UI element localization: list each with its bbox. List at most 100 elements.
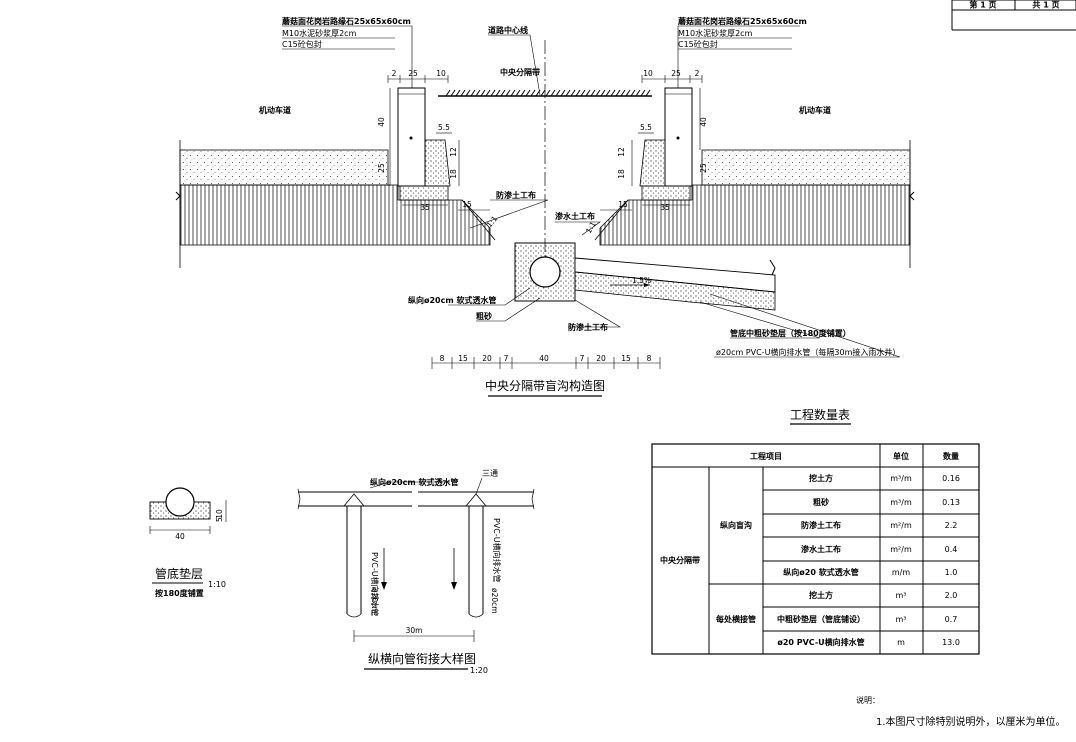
dim-12-right: 12 [617, 147, 626, 157]
title-block: 第 1 页 共 1 页 [951, 0, 1076, 31]
joint-diameter-2: ø20cm [490, 588, 499, 614]
joint-spacing: 30m [406, 626, 423, 635]
label-transverse-pipe: ø20cm PVC-U横向排水管（每隔30m接入雨水井） [716, 347, 900, 357]
dim-top-left-2: 2 [392, 69, 397, 78]
table-row-name: 中粗砂垫层（管底铺设） [777, 614, 865, 624]
dim-25-left: 25 [377, 163, 386, 173]
callout-left-mortar: M10水泥砂浆厚2cm [282, 28, 357, 38]
bedding-scale: 1:10 [208, 580, 226, 589]
label-longitudinal-pipe: 纵向ø20cm 软式透水管 [408, 295, 497, 305]
table-row-qty: 0.7 [945, 615, 958, 624]
median-label: 中央分隔带 [500, 67, 540, 77]
lane-left-label: 机动车道 [259, 105, 291, 115]
pipe-joint-detail [297, 477, 535, 642]
dim-5-5-left: 5.5 [438, 123, 450, 132]
dim-35-right: 35 [660, 203, 670, 212]
lane-right-label: 机动车道 [799, 105, 831, 115]
bottom-dim-label: 7 [504, 354, 509, 363]
label-anti-seep-geotextile-bottom: 防渗土工布 [568, 322, 608, 332]
dim-40-right: 40 [699, 117, 708, 127]
pipe-bedding-sand [574, 271, 776, 311]
table-row-name: 渗水土工布 [801, 544, 841, 554]
dim-18-right: 18 [617, 169, 626, 179]
dim-top-right-25: 25 [671, 69, 681, 78]
table-row-name: 挖土方 [809, 473, 833, 483]
dim-18-left: 18 [449, 169, 458, 179]
table-row-unit: m [897, 638, 905, 647]
notes-heading: 说明： [856, 695, 880, 705]
table-group: 中央分隔带 [660, 555, 700, 565]
dim-35-left: 35 [420, 203, 430, 212]
dim-15-right: 15 [618, 200, 628, 209]
callout-leaders [282, 25, 901, 358]
table-row-qty: 2.0 [945, 591, 958, 600]
table-row-unit: m³ [896, 615, 907, 624]
main-section-title: 中央分隔带盲沟构造图 [485, 378, 605, 393]
bedding-dim-10: 10 [215, 509, 224, 519]
callout-left-curb: 蘑菇面花岗岩路缘石25x65x60cm [282, 16, 411, 26]
dim-top-left-10: 10 [436, 69, 446, 78]
notes-line-1: 1.本图尺寸除特别说明外，以厘米为单位。 [876, 715, 1066, 728]
table-row-name: ø20 PVC-U横向排水管 [777, 637, 864, 647]
label-anti-seep-geotextile: 防渗土工布 [496, 190, 536, 200]
table-row-unit: m³/m [890, 474, 912, 483]
longitudinal-pipe [529, 256, 561, 288]
table-row-qty: 0.13 [942, 498, 960, 507]
label-coarse-sand: 粗砂 [476, 311, 492, 321]
bedding-dim-width: 40 [175, 532, 185, 541]
dim-15-left: 15 [462, 200, 472, 209]
label-permeable-geotextile: 渗水土工布 [555, 211, 595, 221]
dim-40-left: 40 [377, 117, 386, 127]
table-row-qty: 0.4 [945, 545, 958, 554]
quantities-title: 工程数量表 [790, 407, 850, 422]
joint-transverse-pipe-label-2: PVC-U横向排水管 [492, 518, 502, 583]
median-cross-section [175, 40, 915, 311]
table-row-name: 挖土方 [809, 590, 833, 600]
table-row-qty: 13.0 [942, 638, 960, 647]
callout-right-curb: 蘑菇面花岗岩路缘石25x65x60cm [678, 16, 807, 26]
bedding-title: 管底垫层 [155, 566, 203, 581]
label-pipe-bedding: 管底中粗砂垫层（按180度铺置） [730, 328, 851, 338]
table-row-unit: m³/m [890, 498, 912, 507]
bottom-dim-label: 20 [482, 354, 492, 363]
bedding-dim-5: 5 [215, 517, 224, 522]
pavement-surface-right [701, 149, 911, 186]
bottom-dim-label: 15 [458, 354, 468, 363]
table-header-item: 工程项目 [750, 451, 782, 461]
table-header-unit: 单位 [893, 451, 909, 461]
quantities-table [651, 443, 980, 655]
bedding-subtitle: 按180度铺置 [155, 588, 204, 598]
pipe-bedding-detail [149, 487, 227, 534]
dim-top-right-10: 10 [643, 69, 653, 78]
bottom-dim-label: 15 [621, 354, 631, 363]
bottom-dim-label: 20 [596, 354, 606, 363]
grass-hatch [445, 89, 651, 97]
bottom-dim-label: 40 [539, 354, 549, 363]
dim-5-5-right: 5.5 [640, 123, 652, 132]
pavement-surface-left [179, 149, 389, 186]
dimension-lines [387, 75, 703, 364]
page-label: 第 1 页 [969, 0, 996, 10]
callout-right-concrete: C15砼包封 [678, 39, 718, 49]
table-row-name: 纵向ø20 软式透水管 [783, 567, 858, 577]
callout-right-mortar: M10水泥砂浆厚2cm [678, 28, 753, 38]
joint-scale: 1:20 [470, 666, 488, 675]
dim-25-right: 25 [699, 163, 708, 173]
bottom-dim-label: 8 [647, 354, 652, 363]
table-row-qty: 0.16 [942, 474, 960, 483]
table-row-name: 防渗土工布 [801, 520, 841, 530]
total-label: 共 1 页 [1032, 0, 1059, 10]
table-row-qty: 1.0 [945, 568, 958, 577]
joint-longitudinal-pipe-label: 纵向ø20cm 软式透水管 [370, 477, 459, 487]
table-row-qty: 2.2 [945, 521, 958, 530]
bedding-pipe [165, 487, 195, 517]
label-slope: 1.5% [632, 276, 651, 285]
table-header-qty: 数量 [943, 451, 959, 461]
table-sub-longitudinal: 纵向盲沟 [720, 520, 752, 530]
table-row-unit: m³ [896, 591, 907, 600]
dim-top-left-25: 25 [408, 69, 418, 78]
joint-diameter-1: ø20cm [370, 588, 379, 614]
